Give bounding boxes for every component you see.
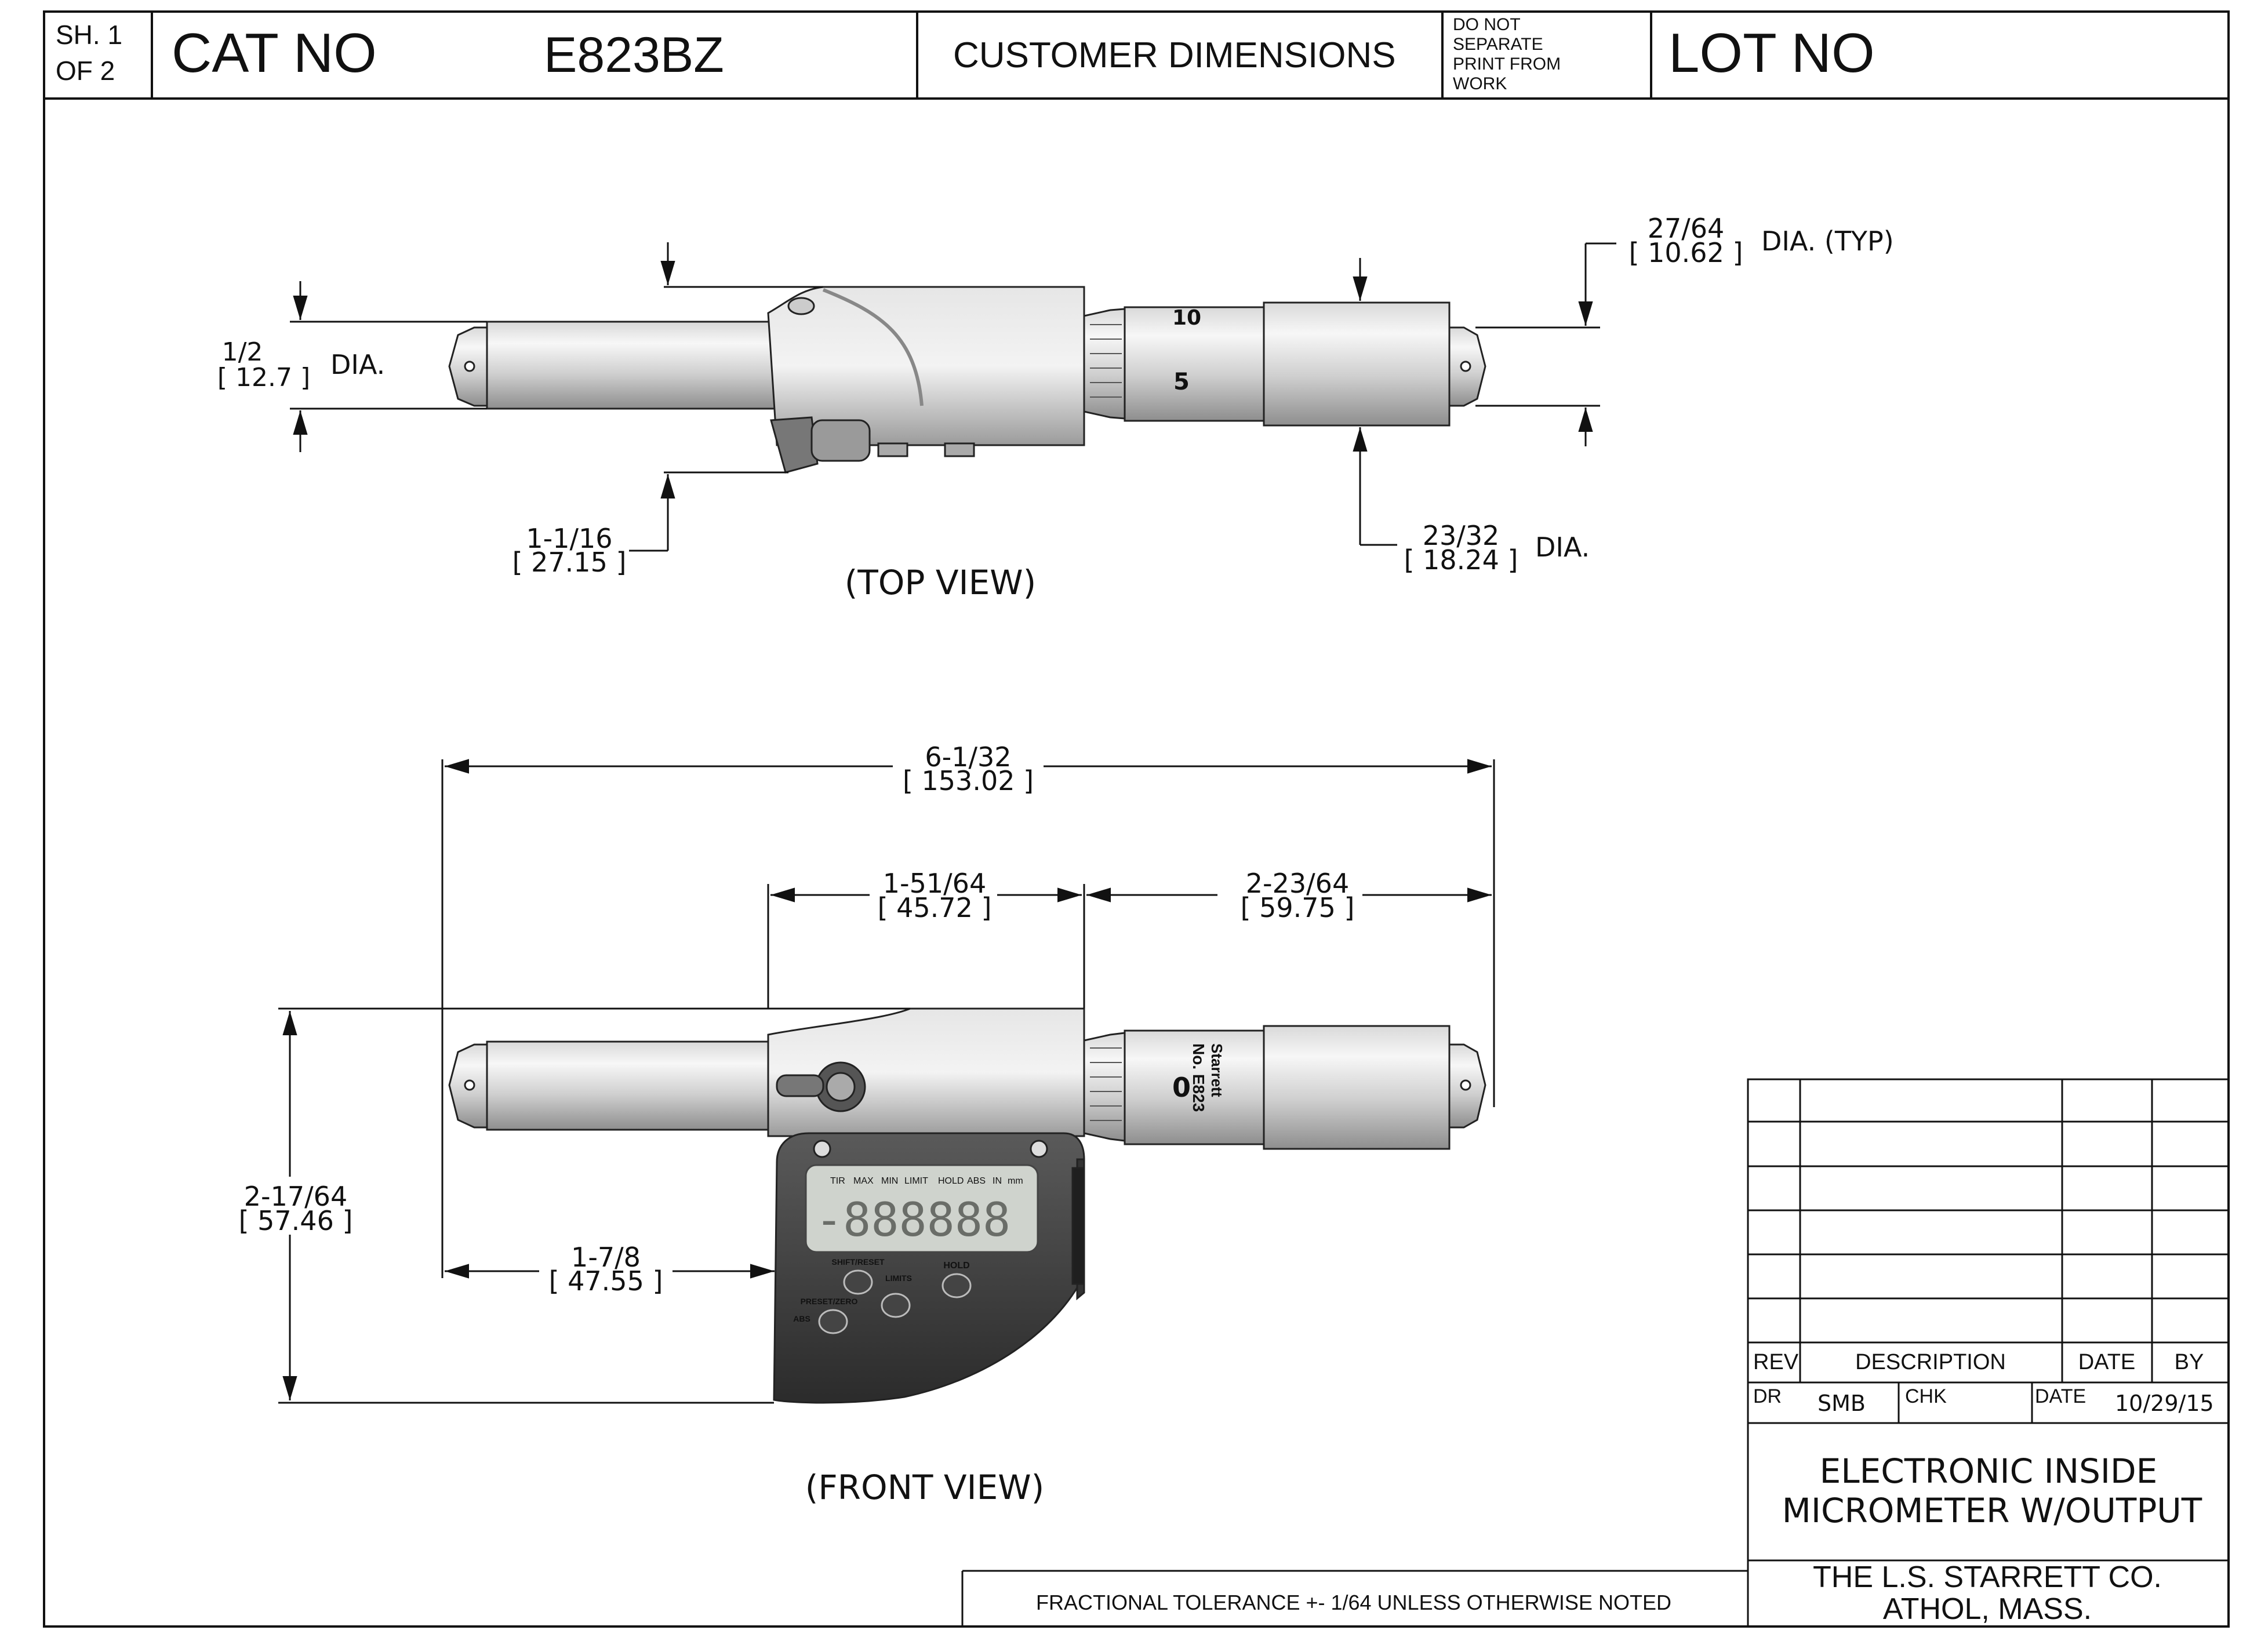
dim-23-32-frac: 23/32	[1423, 520, 1500, 551]
customer-dimensions: CUSTOMER DIMENSIONS	[953, 35, 1396, 75]
shift-reset-button-label: SHIFT/RESET	[831, 1257, 884, 1267]
company-line2: ATHOL, MASS.	[1883, 1592, 2092, 1626]
title-header: SH. 1 OF 2 CAT NO E823BZ CUSTOMER DIMENS…	[56, 15, 1875, 93]
dim-1-7-8-mm: [ 47.55 ]	[549, 1265, 663, 1297]
dim-overall-length	[441, 759, 1495, 1278]
front-view-title: (FRONT VIEW)	[805, 1468, 1045, 1507]
front-view-micrometer	[448, 1007, 1486, 1404]
lcd-reading: -888888	[815, 1193, 1010, 1247]
dim-23-32	[1353, 258, 1397, 546]
company-line1: THE L.S. STARRETT CO.	[1813, 1560, 2162, 1594]
dim-2-23-64-mm: [ 59.75 ]	[1241, 892, 1355, 923]
lcd-indicator-max: MAX	[853, 1176, 874, 1186]
sheet-border	[43, 10, 2230, 1628]
do-not-separate-line3: PRINT FROM	[1453, 54, 1561, 74]
rev-column-header: REV	[1753, 1350, 1799, 1374]
dim-27-64-frac: 27/64	[1648, 213, 1725, 244]
dim-27-64-mm: [ 10.62 ]	[1629, 237, 1743, 268]
tolerance-note: FRACTIONAL TOLERANCE +- 1/64 UNLESS OTHE…	[1036, 1591, 1671, 1614]
dim-27-64	[1475, 242, 1616, 446]
revision-block-text: REV DESCRIPTION DATE BY DR SMB CHK DATE …	[1036, 1350, 2214, 1626]
lcd-indicator-limit: LIMIT	[904, 1176, 928, 1186]
abs-button-label: ABS	[793, 1314, 810, 1323]
dim-1-1-16-frac: 1-1/16	[526, 523, 612, 554]
sheet-total: OF 2	[56, 56, 115, 86]
lcd-indicator-hold: HOLD	[938, 1176, 964, 1186]
do-not-separate-line4: WORK	[1453, 74, 1507, 93]
date-label: DATE	[2035, 1385, 2086, 1407]
dim-half-inch-dia	[290, 281, 487, 452]
top-view: 10 5 1/2 [ 12.7 ] DIA. 1-1/16 [ 27.15 ]	[217, 213, 1894, 602]
cat-no-label: CAT NO	[172, 22, 377, 84]
dim-1-1-16	[629, 242, 823, 552]
dim-height-frac: 2-17/64	[244, 1181, 347, 1212]
lot-no-label: LOT NO	[1669, 22, 1875, 84]
top-view-micrometer	[448, 286, 1486, 474]
dim-2-23-64-frac: 2-23/64	[1246, 868, 1349, 899]
dr-value: SMB	[1817, 1391, 1866, 1416]
dim-half-suffix: DIA.	[330, 349, 385, 380]
limits-button-label: LIMITS	[885, 1273, 912, 1283]
by-column-header: BY	[2175, 1350, 2204, 1374]
dim-1-1-16-mm: [ 27.15 ]	[512, 547, 627, 578]
lcd-indicators: TIR MAX MIN LIMIT HOLD ABS IN mm	[830, 1176, 1023, 1186]
lcd-indicator-abs: ABS	[967, 1176, 986, 1186]
lcd-indicator-min: MIN	[881, 1176, 898, 1186]
dim-height	[278, 1007, 910, 1404]
lcd-indicator-in: IN	[993, 1176, 1002, 1186]
sheet-number: SH. 1	[56, 20, 122, 50]
dim-1-51-64-frac: 1-51/64	[883, 868, 986, 899]
date-column-header: DATE	[2078, 1350, 2136, 1374]
drawing-title-line2: MICROMETER W/OUTPUT	[1782, 1491, 2202, 1530]
do-not-separate-line2: SEPARATE	[1453, 35, 1543, 54]
dim-overall-frac: 6-1/32	[925, 741, 1011, 773]
top-thimble-number-5: 5	[1173, 369, 1190, 395]
drawing-title-line1: ELECTRONIC INSIDE	[1820, 1451, 2158, 1491]
lcd-indicator-tir: TIR	[830, 1176, 845, 1186]
preset-zero-button-label: PRESET/ZERO	[801, 1297, 858, 1306]
lcd-indicator-mm: mm	[1008, 1176, 1023, 1186]
front-view: 0 Starrett No. E823 TIR MAX MIN LIMIT HO…	[239, 741, 1495, 1507]
model-label: No. E823	[1190, 1043, 1208, 1112]
dim-half-mm: [ 12.7 ]	[217, 363, 310, 392]
cat-no-value: E823BZ	[544, 27, 724, 83]
dim-1-51-64-mm: [ 45.72 ]	[878, 892, 992, 923]
dr-label: DR	[1753, 1385, 1782, 1407]
description-column-header: DESCRIPTION	[1855, 1350, 2006, 1374]
chk-label: CHK	[1905, 1385, 1947, 1407]
top-thimble-number-10: 10	[1172, 306, 1201, 330]
dim-1-7-8-frac: 1-7/8	[571, 1242, 641, 1273]
revision-block	[961, 1078, 2230, 1628]
hold-button-label: HOLD	[943, 1261, 969, 1271]
do-not-separate-line1: DO NOT	[1453, 15, 1521, 34]
dim-23-32-suffix: DIA.	[1535, 532, 1590, 563]
dim-height-mm: [ 57.46 ]	[239, 1205, 353, 1236]
dim-1-51-64	[767, 884, 1085, 1009]
date-value: 10/29/15	[2115, 1391, 2214, 1416]
dim-27-64-suffix: DIA. (TYP)	[1761, 225, 1894, 257]
front-thimble-number-0: 0	[1172, 1072, 1191, 1103]
brand-label: Starrett	[1208, 1043, 1226, 1097]
dim-overall-mm: [ 153.02 ]	[903, 765, 1034, 796]
top-view-title: (TOP VIEW)	[845, 563, 1037, 602]
dim-23-32-mm: [ 18.24 ]	[1404, 544, 1518, 576]
dim-half-frac: 1/2	[222, 337, 263, 367]
